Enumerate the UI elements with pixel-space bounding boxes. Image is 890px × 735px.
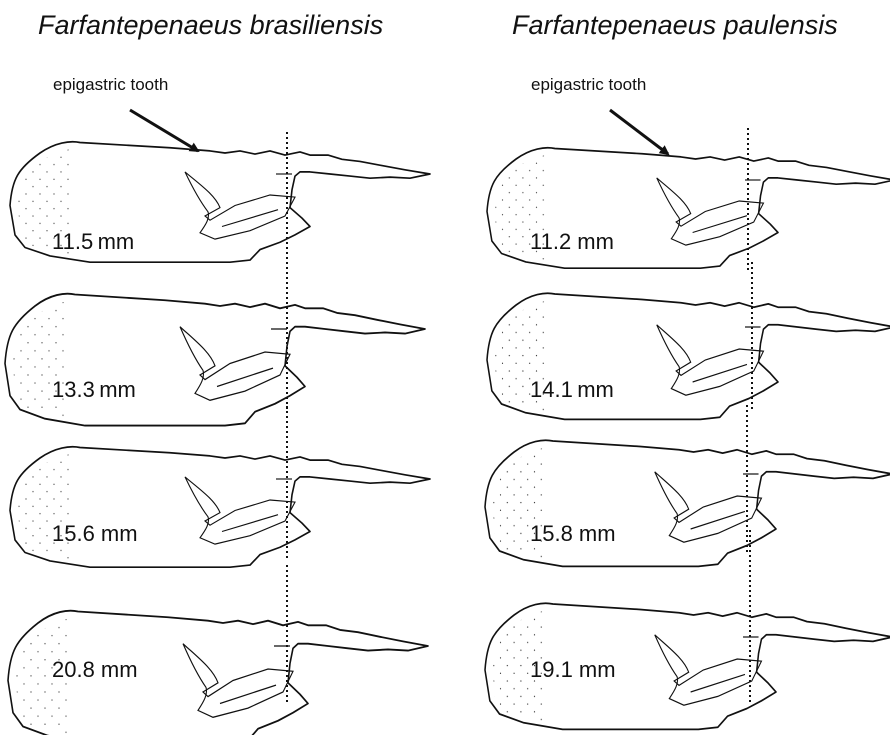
size-label-brasiliensis-2: 13.3 mm xyxy=(52,377,136,403)
size-label-brasiliensis-3: 15.6 mm xyxy=(52,521,138,547)
carapace-drawing-brasiliensis-2 xyxy=(5,294,425,426)
size-label-paulensis-1: 11.2 mm xyxy=(530,229,614,255)
size-label-paulensis-2: 14.1 mm xyxy=(530,377,614,403)
carapace-drawing-paulensis-3 xyxy=(485,440,890,566)
arrow-left xyxy=(130,110,198,151)
size-label-paulensis-4: 19.1 mm xyxy=(530,657,616,683)
size-label-paulensis-3: 15.8 mm xyxy=(530,521,616,547)
size-label-brasiliensis-1: 11.5 mm xyxy=(52,229,134,255)
size-label-brasiliensis-4: 20.8 mm xyxy=(52,657,138,683)
arrow-right xyxy=(610,110,668,154)
carapace-drawing-brasiliensis-3 xyxy=(10,447,430,567)
